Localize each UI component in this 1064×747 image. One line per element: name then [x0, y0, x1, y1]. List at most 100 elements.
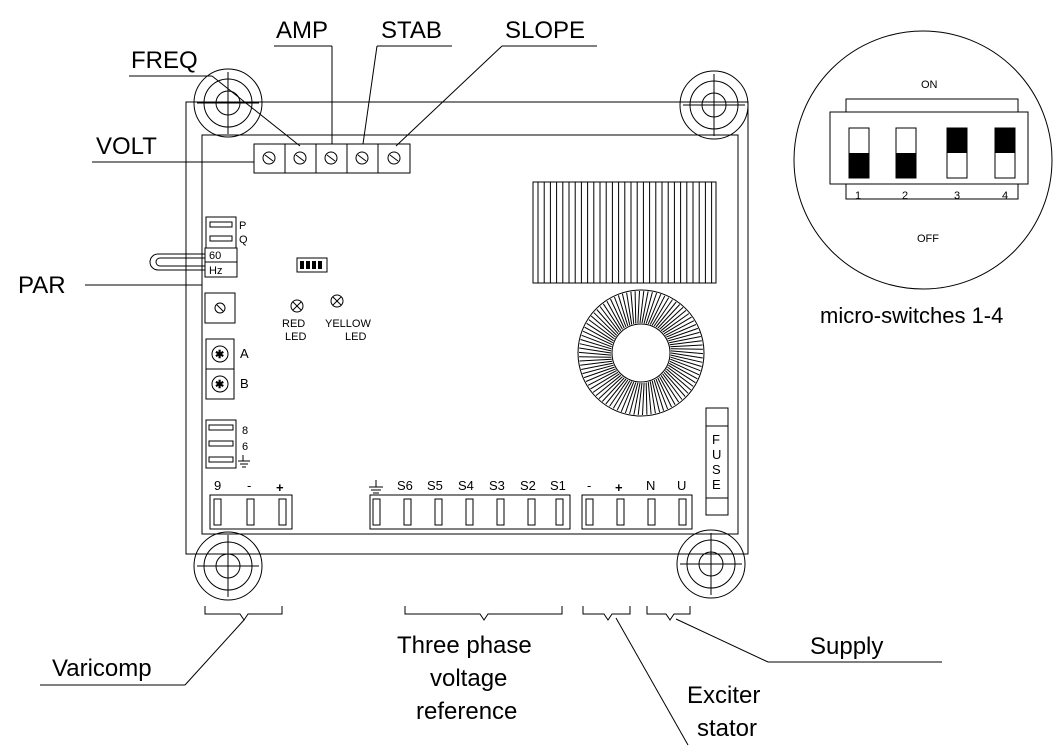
toroid-winding	[665, 320, 695, 336]
toroid-winding	[583, 366, 615, 379]
toroid-winding	[662, 373, 683, 400]
mounting-hole-top-left	[193, 68, 263, 138]
toroid-winding	[670, 358, 701, 372]
toroid-winding	[668, 362, 698, 380]
toroid-winding	[634, 291, 637, 324]
callout-slope: SLOPE	[395, 17, 597, 147]
toroid-winding	[629, 382, 639, 415]
switch-3-number: 3	[954, 190, 960, 202]
fuse-letter-f: F	[712, 432, 720, 447]
terminal-b-screw[interactable]: ✱	[211, 375, 229, 393]
par-callout: PAR	[18, 272, 202, 299]
toroid-winding	[582, 330, 613, 346]
terminal-a-screw[interactable]: ✱	[211, 345, 229, 363]
terminal-a-label: A	[240, 346, 249, 361]
toroid-winding	[666, 368, 692, 391]
red-led-label-2: LED	[285, 331, 306, 343]
toroid-winding	[624, 382, 637, 414]
toroid-winding	[662, 313, 690, 333]
toroid-winding	[645, 382, 648, 415]
toroid-winding	[666, 324, 697, 338]
sixty-label: 60	[209, 250, 221, 262]
dip-switch-4[interactable]	[994, 127, 1016, 179]
toroid-winding	[595, 374, 622, 396]
toroid-winding	[605, 378, 627, 405]
toroid-winding	[621, 293, 631, 326]
terminal-minus-label: -	[247, 478, 251, 493]
dip-switch-1[interactable]	[848, 127, 870, 179]
yellow-led-label-1: YELLOW	[325, 318, 371, 330]
toroid-winding	[667, 327, 699, 340]
volt-trimmer[interactable]	[262, 151, 276, 165]
trimmer-block	[253, 143, 411, 174]
toroid-winding	[637, 382, 643, 415]
toroid-winding	[663, 316, 692, 335]
fuse-letter-e: E	[712, 477, 721, 492]
par-label: PAR	[18, 272, 66, 299]
stab-trimmer[interactable]	[355, 151, 369, 165]
dip-switch-3[interactable]	[946, 127, 968, 179]
supply-u-label: U	[677, 478, 686, 493]
toroid-winding	[653, 299, 673, 327]
supply-callout: Supply	[646, 606, 942, 663]
toroid-winding	[609, 379, 629, 407]
toroid-winding	[578, 351, 612, 356]
terminal-s4-label: S4	[458, 478, 474, 493]
toroid-winding	[669, 360, 700, 376]
toroid-winding	[602, 303, 622, 331]
toroid-winding	[670, 354, 703, 363]
toroid-winding	[647, 382, 652, 415]
exciter-supply-terminal-strip[interactable]: - + N U	[581, 478, 693, 530]
dip-switch-2[interactable]	[895, 127, 917, 179]
toroid-transformer	[577, 289, 705, 417]
terminal-s3-label: S3	[489, 478, 505, 493]
toroid-winding	[612, 380, 631, 409]
wire-loop	[149, 253, 205, 271]
toroid-winding	[579, 358, 612, 362]
p-label: P	[239, 220, 246, 232]
sense-terminal-strip[interactable]: S6 S5 S4 S3 S2 S1	[369, 478, 571, 530]
terminal-9-label: 9	[214, 478, 221, 493]
sense-8-6-connector[interactable]: 8 6	[205, 419, 250, 469]
toroid-winding	[596, 309, 619, 335]
red-led: RED LED	[282, 299, 306, 343]
on-label: ON	[921, 79, 938, 91]
toroid-winding	[649, 381, 656, 414]
three-phase-line-2: voltage	[430, 665, 507, 692]
supply-n-label: N	[646, 478, 655, 493]
terminal-s1-label: S1	[550, 478, 566, 493]
toroid-winding	[616, 381, 633, 411]
callout-freq: FREQ	[129, 47, 301, 147]
hz-link[interactable]: 60 Hz	[149, 247, 238, 278]
varicomp-terminal-strip[interactable]: 9 - +	[209, 478, 293, 530]
toroid-winding	[657, 377, 672, 408]
pq-jumper[interactable]: P Q	[205, 216, 248, 249]
toroid-winding	[669, 340, 702, 346]
toroid-winding	[637, 290, 640, 324]
terminal-plus-label: +	[276, 480, 284, 495]
heatsink	[532, 181, 717, 284]
exciter-line-2: stator	[697, 715, 757, 742]
toroid-winding	[592, 373, 620, 393]
three-phase-line-1: Three phase	[397, 632, 532, 659]
toroid-winding	[655, 378, 669, 410]
freq-trimmer[interactable]	[293, 151, 307, 165]
mounting-hole-top-right	[679, 70, 749, 140]
amp-trimmer[interactable]	[324, 151, 338, 165]
freq-label: FREQ	[131, 47, 198, 74]
three-phase-line-3: reference	[416, 698, 517, 725]
toroid-winding	[668, 364, 696, 384]
toroid-winding	[580, 360, 613, 366]
switch-1-number: 1	[855, 190, 861, 202]
exciter-minus-label: -	[587, 478, 591, 493]
fuse[interactable]: F U S E	[705, 407, 729, 516]
slope-trimmer[interactable]	[387, 151, 401, 165]
toroid-winding	[585, 368, 616, 382]
toroid-winding	[580, 339, 612, 350]
par-trimmer[interactable]	[204, 292, 236, 324]
terminal-b-label: B	[240, 376, 249, 391]
terminal-s5-label: S5	[427, 478, 443, 493]
toroid-winding	[633, 382, 641, 415]
mounting-hole-bottom-left	[193, 531, 263, 601]
